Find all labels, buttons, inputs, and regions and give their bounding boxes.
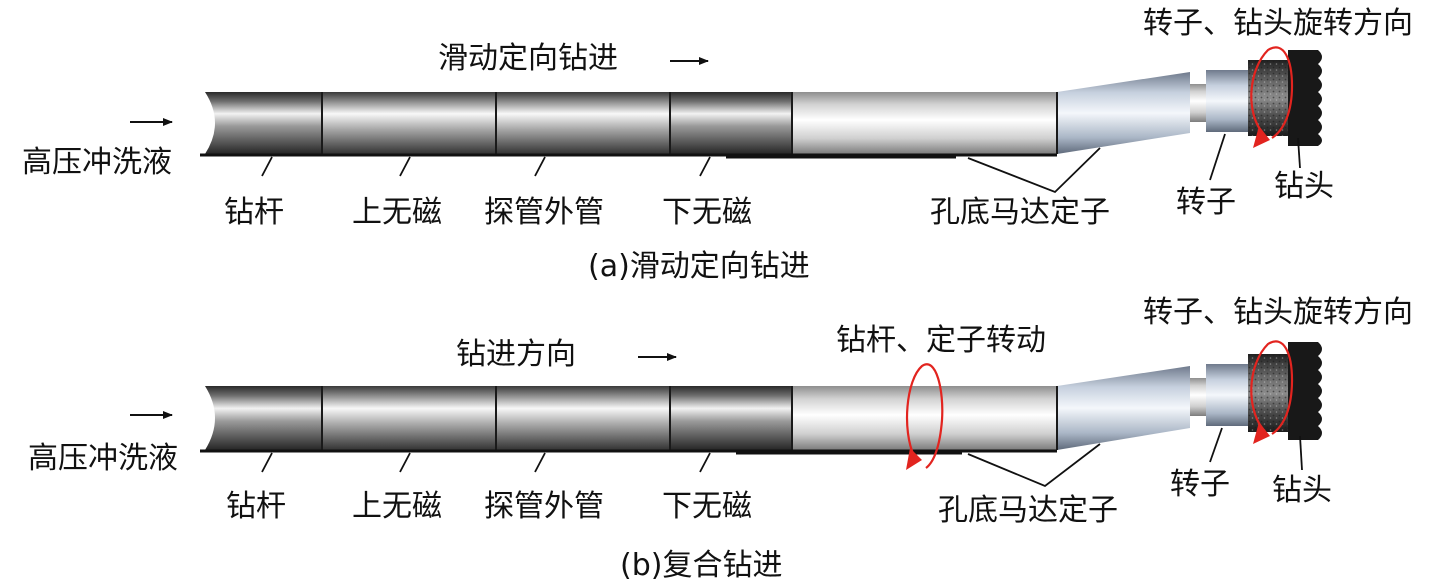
bent-housing-segment: [1057, 366, 1190, 450]
upper-nonmag-segment: [322, 386, 496, 450]
rotation-label: 转子、钻头旋转方向: [1143, 6, 1413, 41]
probe-tube-segment: [496, 386, 670, 450]
panel-caption: (a)滑动定向钻进: [588, 249, 810, 284]
bent-housing-segment: [1057, 72, 1190, 154]
probe-tube-label: 探管外管: [484, 489, 604, 524]
probe-tube-label: 探管外管: [484, 195, 604, 230]
rotor-body: [1206, 364, 1248, 426]
bit-crown: [1288, 50, 1322, 146]
motor-stator-label: 孔底马达定子: [938, 493, 1118, 528]
fluid-label: 高压冲洗液: [22, 145, 172, 180]
drill-string: [200, 342, 1322, 455]
drill-rod-label: 钻杆: [226, 489, 286, 524]
lower-nonmag-label: 下无磁: [662, 489, 752, 524]
upper-nonmag-segment: [322, 92, 496, 154]
rotor-shaft: [1190, 378, 1206, 416]
rotation-arrowhead-icon: [1253, 126, 1270, 148]
drill-string: [200, 50, 1322, 159]
direction-label: 钻进方向: [456, 337, 576, 372]
upper-nonmag-label: 上无磁: [352, 195, 442, 230]
fluid-label: 高压冲洗液: [28, 441, 178, 476]
direction-label: 滑动定向钻进: [438, 41, 618, 76]
drill-rod-label: 钻杆: [224, 195, 284, 230]
lower-nonmag-segment: [670, 386, 792, 450]
rotor-label: 转子: [1170, 467, 1230, 502]
rod-stator-rotation-label: 钻杆、定子转动: [836, 323, 1046, 358]
rod-rotation-arrowhead-icon: [906, 448, 922, 470]
rotation-arc-icon: [1250, 46, 1294, 139]
motor-stator-label: 孔底马达定子: [930, 195, 1110, 230]
drill-rod-segment: [205, 92, 322, 154]
rotation-label: 转子、钻头旋转方向: [1143, 295, 1413, 330]
panel-b: 高压冲洗液 钻进方向 钻杆、定子转动 转子、钻: [28, 295, 1413, 583]
lower-nonmag-segment: [670, 92, 792, 154]
rotor-label: 转子: [1176, 185, 1236, 220]
drill-rod-segment: [205, 386, 322, 450]
panel-caption: (b)复合钻进: [620, 548, 782, 583]
lower-nonmag-label: 下无磁: [662, 195, 752, 230]
rotation-arrowhead-icon: [1253, 422, 1270, 444]
probe-tube-segment: [496, 92, 670, 154]
bit-label: 钻头: [1274, 169, 1334, 204]
rotation-arc-icon: [1250, 340, 1294, 435]
bit-crown: [1288, 342, 1322, 440]
rod-rotation-arc-icon: [905, 363, 944, 469]
rotor-body: [1206, 70, 1248, 132]
upper-nonmag-label: 上无磁: [352, 489, 442, 524]
rotor-shaft: [1190, 84, 1206, 122]
motor-stator-segment: [792, 92, 1057, 154]
motor-stator-segment: [792, 386, 1057, 450]
bit-label: 钻头: [1272, 473, 1332, 508]
panel-a: 高压冲洗液 滑动定向钻进 转子、钻头旋转方向: [22, 6, 1413, 284]
